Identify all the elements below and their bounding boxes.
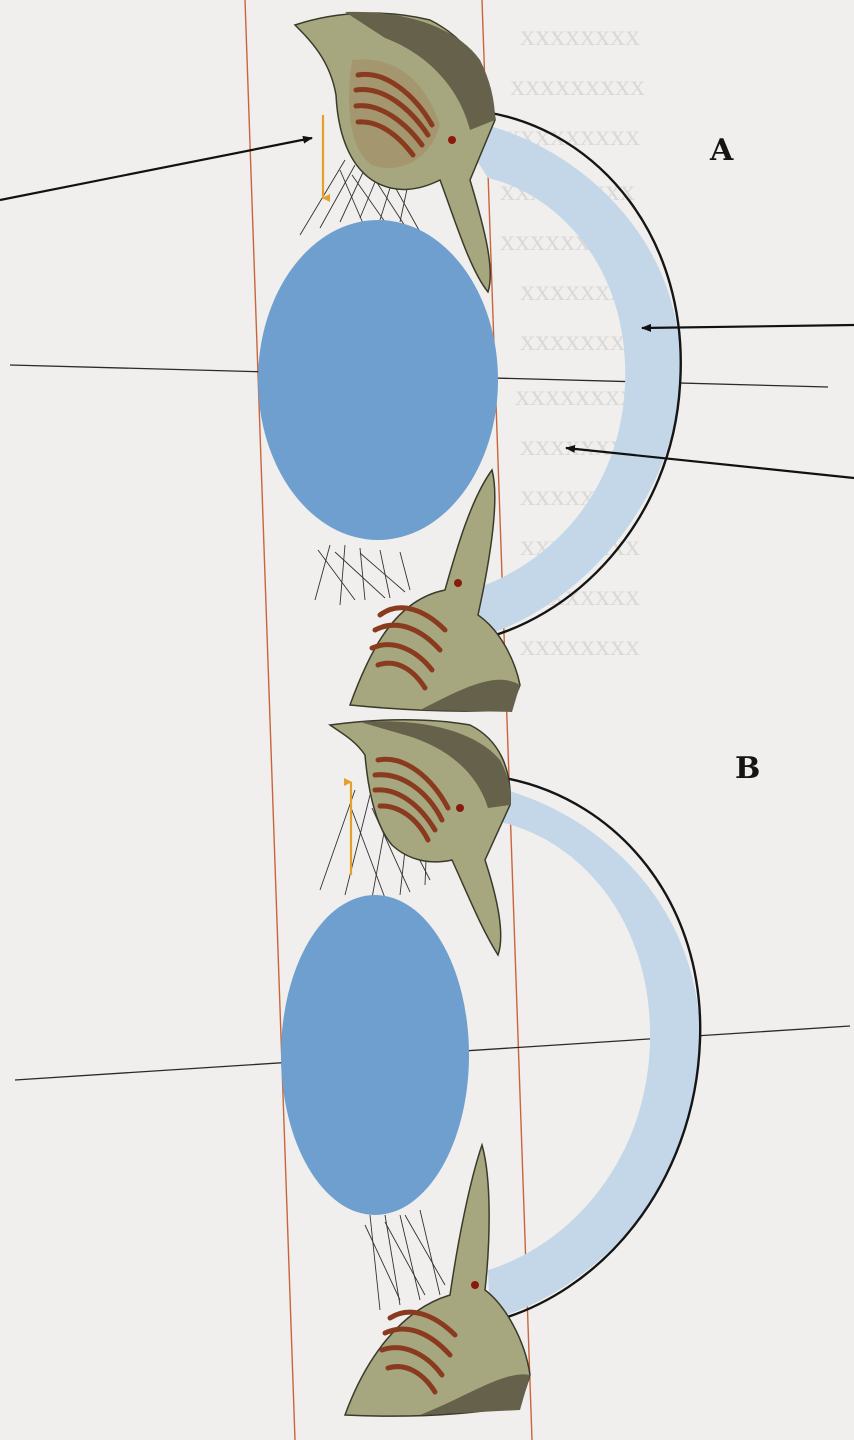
svg-text:xxxxxxxx: xxxxxxxx xyxy=(520,324,640,357)
svg-text:xxxxxxxxx: xxxxxxxxx xyxy=(510,69,645,102)
svg-text:xxxxxxxx: xxxxxxxx xyxy=(515,379,635,412)
panel-b: B xyxy=(281,719,760,1417)
zonular-fibers-b xyxy=(319,789,446,1311)
ciliary-body-upper-a xyxy=(293,11,496,294)
panel-label-b: B xyxy=(735,751,760,786)
lens-b xyxy=(281,895,469,1215)
ciliary-body-upper-b xyxy=(328,719,511,957)
cornea-b xyxy=(470,782,700,1320)
cornea-outline-a xyxy=(467,110,682,644)
ciliary-body-lower-a xyxy=(348,468,521,712)
svg-text:xxxxxxxx: xxxxxxxx xyxy=(520,19,640,52)
cornea-outline-b xyxy=(489,776,702,1324)
pointer-arrow-anterior-chamber xyxy=(565,444,854,480)
svg-text:xxxxxxxx: xxxxxxxx xyxy=(520,629,640,662)
ciliary-body-lower-b xyxy=(343,1142,531,1417)
pointer-arrow-cornea xyxy=(641,323,854,332)
pointer-arrow-zonular-fibers xyxy=(0,135,313,202)
reference-line-left xyxy=(244,0,296,1440)
reference-line-right xyxy=(481,0,533,1440)
lens-a xyxy=(258,220,498,540)
panel-label-a: A xyxy=(709,133,734,168)
panel-a: A xyxy=(258,11,734,712)
pointer-arrows xyxy=(0,135,854,480)
cornea-a xyxy=(450,118,681,640)
